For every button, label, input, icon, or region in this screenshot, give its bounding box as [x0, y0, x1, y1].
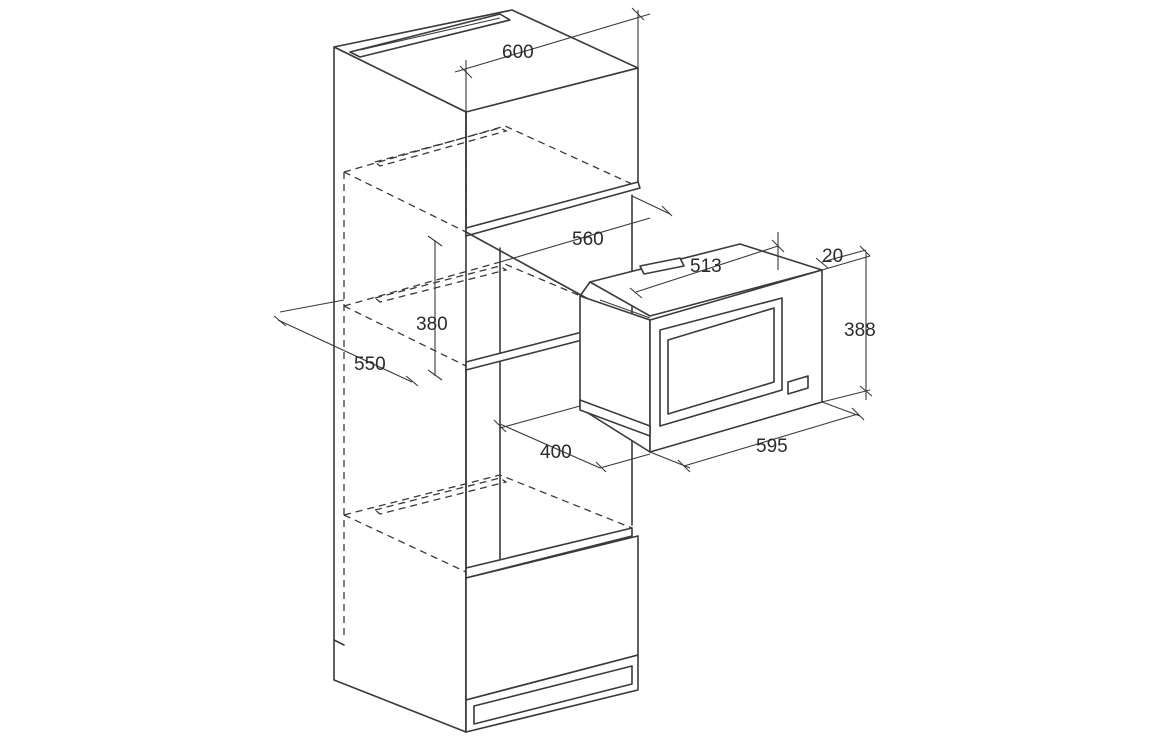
- label-inner-depth: 560: [572, 229, 604, 250]
- lower-shelf-dashed: [343, 474, 633, 529]
- label-inner-height-offset: 400: [540, 442, 572, 463]
- microwave-top-vent: [639, 257, 685, 275]
- tall-cabinet: [333, 9, 641, 733]
- niche-floor-edge: [465, 329, 591, 371]
- microwave-control-button: [787, 375, 809, 395]
- label-appliance-width: 595: [756, 436, 788, 457]
- label-front-thickness: 20: [822, 246, 843, 267]
- cabinet-left-side: [333, 46, 467, 733]
- label-niche-height: 380: [416, 314, 448, 335]
- label-cabinet-width: 600: [502, 42, 534, 63]
- plinth: [465, 654, 639, 733]
- dimension-lines: [273, 7, 873, 473]
- microwave-window: [667, 307, 775, 415]
- label-appliance-height: 388: [844, 320, 876, 341]
- microwave-bottom-trim: [579, 399, 651, 437]
- microwave: [579, 243, 823, 453]
- lower-shelf-edge: [465, 527, 633, 579]
- label-cabinet-depth: 550: [354, 354, 386, 375]
- upper-shelf-edge: [465, 181, 641, 237]
- label-appliance-depth: 513: [690, 256, 722, 277]
- dimension-labels: 600 560 550 380 400 513 20 388 595: [354, 42, 876, 463]
